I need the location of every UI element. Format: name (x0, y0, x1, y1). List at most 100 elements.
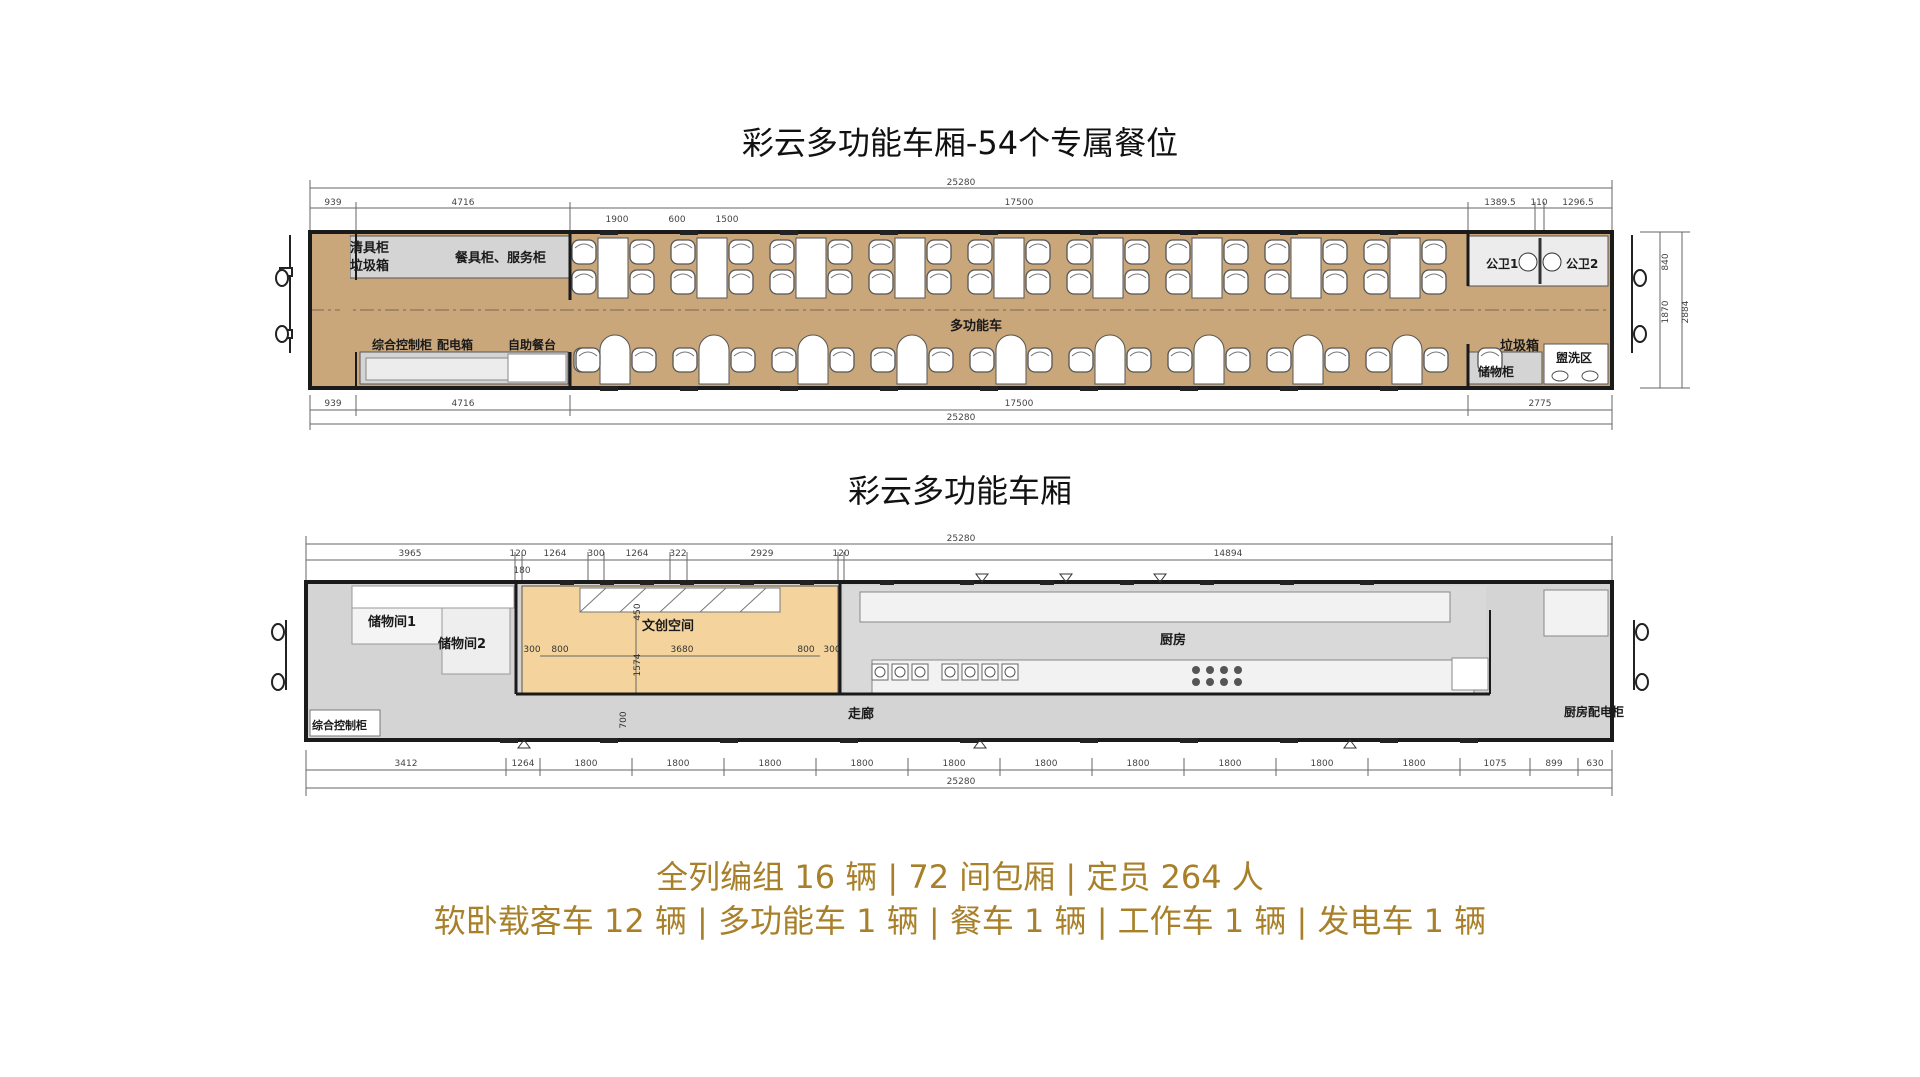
bottom-row-dim: 630 (1586, 759, 1603, 769)
top-dim-939: 939 (324, 198, 341, 208)
bottom-dim-1264a: 1264 (544, 549, 567, 559)
top-coupler-left (275, 235, 293, 353)
top-dim-2775: 2775 (1529, 399, 1552, 409)
bottom-windows (500, 580, 1478, 743)
top-dim-4716-bottom: 4716 (452, 399, 475, 409)
top-windows (600, 230, 1398, 391)
bottom-row-dim: 1800 (851, 759, 874, 769)
bottom-row-dim: 1800 (1311, 759, 1334, 769)
top-dim-4716: 4716 (452, 198, 475, 208)
bottom-dim-1264b: 1264 (626, 549, 649, 559)
stats-line-1: 全列编组 16 辆 | 72 间包厢 | 定员 264 人 (656, 858, 1264, 896)
top-plan: 25280 939 4716 17500 1389.5 110 1296.5 1… (275, 178, 1691, 430)
label-trash-bin-right: 垃圾箱 (1500, 338, 1539, 354)
dining-booth-group (1266, 334, 1350, 385)
bottom-dim-322: 322 (669, 549, 686, 559)
label-kitchen-distribution: 厨房配电柜 (1564, 704, 1624, 719)
bottom-coupler-left (271, 620, 287, 691)
bottom-row-dim: 1800 (759, 759, 782, 769)
creative-dim-450: 450 (633, 603, 643, 620)
dining-table-group (571, 237, 655, 299)
bottom-dim-2929: 2929 (751, 549, 774, 559)
dining-table-group (868, 237, 952, 299)
bottom-row-dim: 899 (1545, 759, 1562, 769)
top-dim-840: 840 (1661, 253, 1671, 270)
storage-room-2 (441, 607, 511, 675)
top-coupler-right (1631, 235, 1647, 353)
creative-dim-3680: 3680 (671, 645, 694, 655)
dining-booth-group (1365, 334, 1449, 385)
kitchen-burners (871, 663, 1242, 686)
top-dim-939-bottom: 939 (324, 399, 341, 409)
label-public-wc-2: 公卫2 (1566, 257, 1598, 271)
corridor-dim-700: 700 (619, 711, 629, 728)
upper-dining-tables (571, 237, 1447, 299)
top-dim-17500-bottom: 17500 (1005, 399, 1034, 409)
kitchen-counter-upper (859, 591, 1451, 623)
dining-table-group (670, 237, 754, 299)
creative-dim-800-right: 800 (797, 645, 814, 655)
label-trash-bin-left: 垃圾箱 (350, 258, 389, 274)
label-control-cabinet-top: 综合控制柜 (372, 337, 432, 352)
bottom-row-dim: 1800 (943, 759, 966, 769)
top-dim-total: 25280 (947, 178, 976, 188)
dining-booth-group (1068, 334, 1152, 385)
bottom-dim-180: 180 (513, 566, 530, 576)
chair (575, 347, 601, 373)
creative-dim-300-left: 300 (523, 645, 540, 655)
bottom-row-dim: 1264 (512, 759, 535, 769)
dining-booth-group (870, 334, 954, 385)
bottom-row-dim: 1075 (1484, 759, 1507, 769)
label-kitchen: 厨房 (1160, 632, 1186, 648)
top-dim-1870: 1870 (1661, 300, 1671, 323)
dining-booth-group (969, 334, 1053, 385)
bottom-dim-3965: 3965 (399, 549, 422, 559)
control-cabinet-bottom (309, 709, 381, 737)
dining-table-group (1363, 237, 1447, 299)
top-dim-total-bottom: 25280 (947, 413, 976, 423)
dining-booth-group (573, 334, 657, 385)
label-creative-space: 文创空间 (642, 618, 694, 634)
dining-booth-group (771, 334, 855, 385)
bottom-row-dim: 1800 (1035, 759, 1058, 769)
dining-table-group (769, 237, 853, 299)
storage-room-1 (351, 607, 443, 645)
label-self-service-counter: 自助餐台 (508, 337, 556, 352)
bottom-row-dim: 1800 (1127, 759, 1150, 769)
top-dim-110: 110 (1530, 198, 1547, 208)
top-dim-1900: 1900 (606, 215, 629, 225)
dining-table-group (1264, 237, 1348, 299)
tableware-cabinet-area (349, 235, 571, 279)
top-dim-1389: 1389.5 (1484, 198, 1516, 208)
bottom-coupler-right (1633, 620, 1649, 691)
top-diagram-title: 彩云多功能车厢-54个专属餐位 (741, 124, 1179, 162)
lower-dining-tables (573, 334, 1503, 385)
label-multi-function-car: 多功能车 (950, 318, 1002, 334)
bottom-row-dim: 3412 (395, 759, 418, 769)
bottom-dim-total: 25280 (947, 534, 976, 544)
bottom-car-shell (304, 580, 1614, 742)
bottom-row-dim: 1800 (1403, 759, 1426, 769)
dining-table-group (1066, 237, 1150, 299)
label-public-wc-1: 公卫1 (1486, 257, 1518, 271)
top-car-shell (308, 230, 1614, 390)
bottom-row-dim: 1800 (1219, 759, 1242, 769)
dining-table-group (1165, 237, 1249, 299)
label-cleaning-cabinet: 清具柜 (350, 240, 389, 256)
creative-dim-800-left: 800 (551, 645, 568, 655)
label-corridor: 走廊 (848, 706, 874, 722)
creative-dim-300-right: 300 (823, 645, 840, 655)
dining-table-group (967, 237, 1051, 299)
stats-line-2: 软卧载客车 12 辆 | 多功能车 1 辆 | 餐车 1 辆 | 工作车 1 辆… (433, 902, 1487, 940)
bottom-row-dim: 1800 (575, 759, 598, 769)
top-dim-600: 600 (668, 215, 685, 225)
bottom-dim-300: 300 (587, 549, 604, 559)
dining-booth-group (1167, 334, 1251, 385)
bottom-dim-120b: 120 (832, 549, 849, 559)
top-dim-1296: 1296.5 (1562, 198, 1594, 208)
label-distribution-box: 配电箱 (437, 337, 473, 352)
label-storage-room-1: 储物间1 (367, 614, 416, 630)
bottom-plan: 25280 3965 120 1264 300 1264 322 2929 12… (271, 534, 1649, 796)
label-storage-room-2: 储物间2 (437, 636, 486, 652)
